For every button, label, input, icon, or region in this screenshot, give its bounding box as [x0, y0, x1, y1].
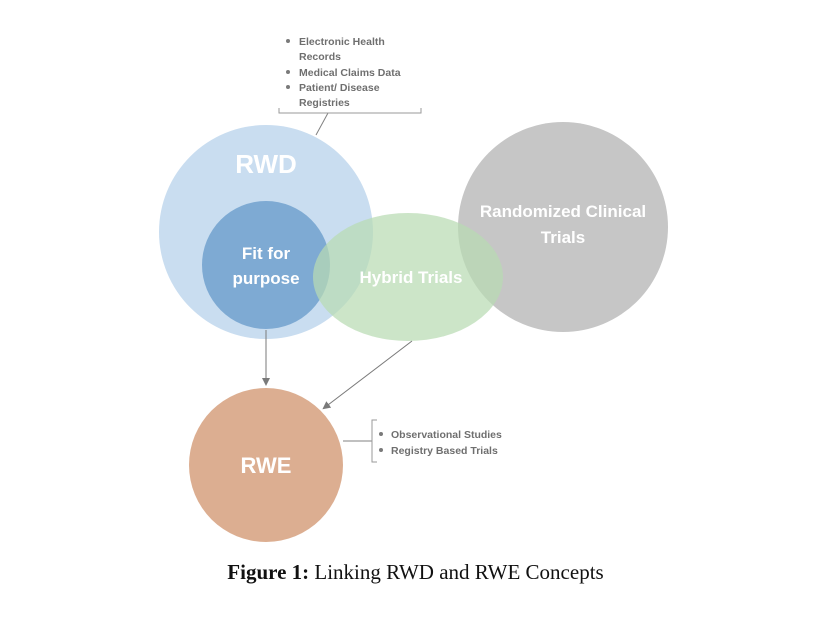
rwd-source-item: Electronic Health: [299, 36, 385, 48]
bullet-icon: [379, 448, 383, 452]
rct-circle: [458, 122, 668, 332]
figure-caption-prefix: Figure 1:: [227, 560, 310, 584]
rct-label-line2: Trials: [541, 228, 585, 247]
rwd-source-item: Medical Claims Data: [299, 67, 401, 79]
rct-label-line1: Randomized Clinical: [480, 202, 646, 221]
rwd-source-item: Patient/ Disease: [299, 82, 380, 94]
rwd-source-item-cont: Records: [299, 51, 341, 63]
rwd-sources-connector: [315, 112, 329, 136]
bullet-icon: [286, 70, 290, 74]
figure-caption-text: Linking RWD and RWE Concepts: [309, 560, 604, 584]
rwe-study-item: Observational Studies: [391, 429, 502, 441]
fit-for-purpose-label-line2: purpose: [232, 269, 299, 288]
rwe-label: RWE: [241, 453, 292, 478]
hybrid-trials-label: Hybrid Trials: [360, 268, 463, 287]
bullet-icon: [286, 85, 290, 89]
rwd-source-item-cont: Registries: [299, 97, 350, 109]
bullet-icon: [286, 39, 290, 43]
rwe-studies-list: Observational Studies Registry Based Tri…: [379, 429, 502, 457]
fit-for-purpose-circle: [202, 201, 330, 329]
bullet-icon: [379, 432, 383, 436]
fit-for-purpose-label-line1: Fit for: [242, 244, 291, 263]
figure-caption: Figure 1: Linking RWD and RWE Concepts: [0, 560, 831, 585]
hybrid-to-rwe-arrow: [322, 340, 413, 410]
rwd-sources-list: Electronic Health Records Medical Claims…: [286, 36, 401, 109]
rwd-sources-bracket: [278, 108, 422, 114]
rwe-studies-bracket: [371, 419, 377, 463]
rwe-circle: [189, 388, 343, 542]
rwe-study-item: Registry Based Trials: [391, 445, 498, 457]
hybrid-trials-ellipse: [313, 213, 503, 341]
rwd-label: RWD: [235, 149, 297, 179]
